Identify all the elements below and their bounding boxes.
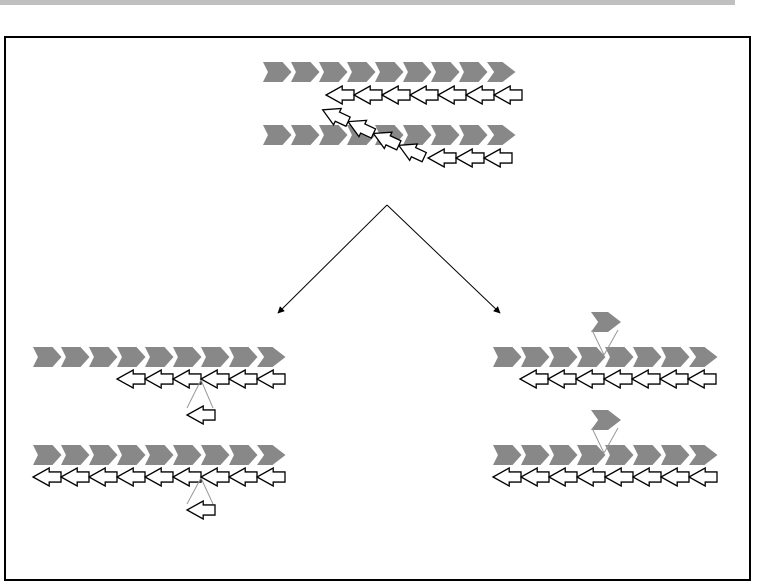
- deletion-result-reverse-unit-7: [201, 468, 229, 486]
- insertion-loop-forward-unit-5: [605, 347, 634, 367]
- insertion-result-forward-unit-7: [661, 445, 690, 465]
- paired-forward-unit-1: [263, 62, 292, 82]
- insertion-loop-forward-unit-2: [521, 347, 550, 367]
- deletion-loop-reverse-unit-3: [173, 370, 201, 388]
- paired-reverse-unit-1: [326, 86, 354, 104]
- deletion-loop-forward-unit-9: [257, 347, 286, 367]
- deletion-loop-forward-unit-3: [89, 347, 118, 367]
- insertion-result-forward-unit-8: [689, 445, 718, 465]
- paired-forward-unit-5: [375, 62, 404, 82]
- deletion-loop-forward-unit-7: [201, 347, 230, 367]
- connector-arrow-left: [278, 205, 387, 313]
- slipped-reverse-unit-7: [484, 149, 512, 167]
- insertion-loop-reverse-unit-3: [576, 370, 604, 388]
- deletion-loop-forward-unit-8: [229, 347, 258, 367]
- slipped-reverse-unit-5: [428, 149, 456, 167]
- insertion-loop-reverse-unit-1: [520, 370, 548, 388]
- deletion-result-forward-unit-9: [257, 445, 286, 465]
- paired-reverse-unit-6: [466, 86, 494, 104]
- deletion-loop-reverse-unit-2: [145, 370, 173, 388]
- insertion-result-reverse-unit-1: [493, 468, 521, 486]
- insertion-loop-forward-unit-1: [493, 347, 522, 367]
- paired-forward-unit-9: [487, 62, 516, 82]
- deletion-loop-forward-unit-2: [61, 347, 90, 367]
- insertion-result-forward-unit-3: [549, 445, 578, 465]
- insertion-result-forward-unit-6: [633, 445, 662, 465]
- insertion-loop-reverse-unit-5: [632, 370, 660, 388]
- paired-forward-unit-2: [291, 62, 320, 82]
- connector-arrow-right: [387, 205, 500, 313]
- deletion-loop-forward-unit-4: [117, 347, 146, 367]
- deletion-result-forward-unit-7: [201, 445, 230, 465]
- deletion-loop-loopout-unit: [187, 406, 215, 424]
- insertion-loop-reverse-unit-4: [604, 370, 632, 388]
- slipped-forward-unit-2: [291, 125, 320, 145]
- paired-forward-unit-6: [403, 62, 432, 82]
- slipped-forward-unit-7: [431, 125, 460, 145]
- deletion-result-forward-unit-1: [33, 445, 62, 465]
- insertion-loop-forward-unit-7: [661, 347, 690, 367]
- deletion-loop-forward-unit-1: [33, 347, 62, 367]
- connector-layer: [278, 205, 500, 313]
- insertion-loop-reverse-unit-2: [548, 370, 576, 388]
- slipped-forward-unit-3: [319, 125, 348, 145]
- deletion-loop-reverse-unit-1: [117, 370, 145, 388]
- insertion-result-reverse-unit-8: [689, 468, 717, 486]
- paired-reverse-unit-7: [494, 86, 522, 104]
- deletion-result-reverse-unit-4: [117, 468, 145, 486]
- slipped-forward-unit-9: [487, 125, 516, 145]
- insertion-result-forward-unit-1: [493, 445, 522, 465]
- deletion-loop-reverse-unit-4: [201, 370, 229, 388]
- deletion-result-forward-unit-5: [145, 445, 174, 465]
- deletion-loop-reverse-unit-6: [257, 370, 285, 388]
- paired-forward-unit-7: [431, 62, 460, 82]
- insertion-result-forward-unit-5: [605, 445, 634, 465]
- insertion-result-reverse-unit-6: [633, 468, 661, 486]
- deletion-result-forward-unit-2: [61, 445, 90, 465]
- deletion-result-forward-unit-6: [173, 445, 202, 465]
- paired-reverse-unit-3: [382, 86, 410, 104]
- slipped-forward-unit-6: [403, 125, 432, 145]
- slipped-forward-unit-1: [263, 125, 292, 145]
- insertion-result-forward-unit-2: [521, 445, 550, 465]
- insertion-result-reverse-unit-3: [549, 468, 577, 486]
- deletion-result-reverse-unit-2: [61, 468, 89, 486]
- insertion-result-loopout-unit: [591, 410, 621, 430]
- insertion-loop-forward-unit-6: [633, 347, 662, 367]
- deletion-result-reverse-unit-9: [257, 468, 285, 486]
- deletion-result-reverse-unit-1: [33, 468, 61, 486]
- deletion-result-loopout-unit: [187, 501, 215, 519]
- slipped-forward-unit-8: [459, 125, 488, 145]
- insertion-loop-reverse-unit-7: [688, 370, 716, 388]
- insertion-loop-loopout-unit: [591, 312, 621, 332]
- insertion-result-reverse-unit-5: [605, 468, 633, 486]
- paired-reverse-unit-4: [410, 86, 438, 104]
- insertion-loop-reverse-unit-6: [660, 370, 688, 388]
- paired-reverse-unit-2: [354, 86, 382, 104]
- paired-reverse-unit-5: [438, 86, 466, 104]
- deletion-result-forward-unit-4: [117, 445, 146, 465]
- forward-strand-layer: [33, 62, 718, 465]
- deletion-result-reverse-unit-3: [89, 468, 117, 486]
- insertion-loop-forward-unit-8: [689, 347, 718, 367]
- deletion-result-forward-unit-8: [229, 445, 258, 465]
- insertion-result-reverse-unit-4: [577, 468, 605, 486]
- deletion-loop-forward-unit-6: [173, 347, 202, 367]
- paired-forward-unit-8: [459, 62, 488, 82]
- deletion-result-forward-unit-3: [89, 445, 118, 465]
- slipped-reverse-unit-6: [456, 149, 484, 167]
- deletion-result-reverse-unit-5: [145, 468, 173, 486]
- deletion-result-reverse-unit-6: [173, 468, 201, 486]
- deletion-loop-forward-unit-5: [145, 347, 174, 367]
- deletion-loop-reverse-unit-5: [229, 370, 257, 388]
- paired-forward-unit-4: [347, 62, 376, 82]
- insertion-loop-forward-unit-3: [549, 347, 578, 367]
- deletion-result-reverse-unit-8: [229, 468, 257, 486]
- insertion-result-reverse-unit-2: [521, 468, 549, 486]
- insertion-result-reverse-unit-7: [661, 468, 689, 486]
- reverse-strand-layer: [33, 86, 717, 486]
- paired-forward-unit-3: [319, 62, 348, 82]
